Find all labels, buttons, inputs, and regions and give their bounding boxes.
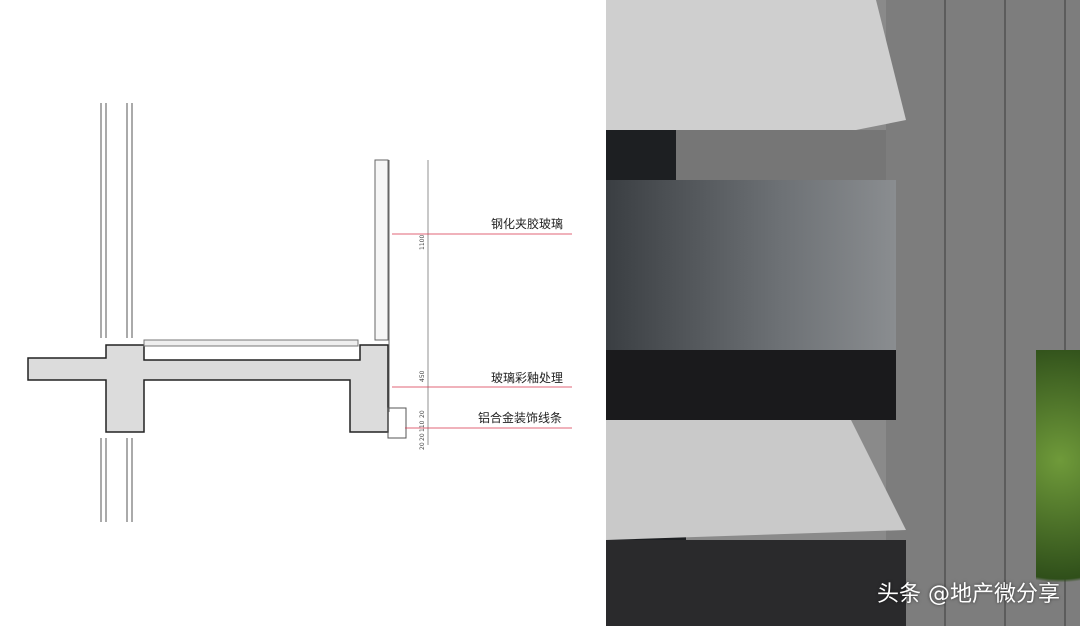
balcony-section-svg: 1100 450 20 110 20 20 <box>27 103 572 522</box>
dim-20b: 20 <box>419 433 426 441</box>
section-drawing: 1100 450 20 110 20 20 钢化夹胶玻璃 玻璃彩釉处理 铝合金装… <box>27 103 572 522</box>
floor-finish <box>143 339 359 347</box>
glass-balustrade <box>374 159 389 341</box>
dim-20a: 20 <box>419 410 426 418</box>
label-aluminium-trim: 铝合金装饰线条 <box>478 411 563 425</box>
watermark: 头条 @地产微分享 <box>877 582 1060 607</box>
dim-20c: 20 <box>419 442 426 450</box>
dim-110: 110 <box>419 420 426 432</box>
dim-450: 450 <box>419 370 426 382</box>
aluminium-trim <box>387 407 407 439</box>
balcony-photo: 头条 @地产微分享 <box>606 0 1080 626</box>
label-fritted-glass: 玻璃彩釉处理 <box>491 371 564 385</box>
label-laminated-glass: 钢化夹胶玻璃 <box>491 217 564 231</box>
dim-1100: 1100 <box>419 235 426 250</box>
concrete-slab <box>27 344 389 433</box>
